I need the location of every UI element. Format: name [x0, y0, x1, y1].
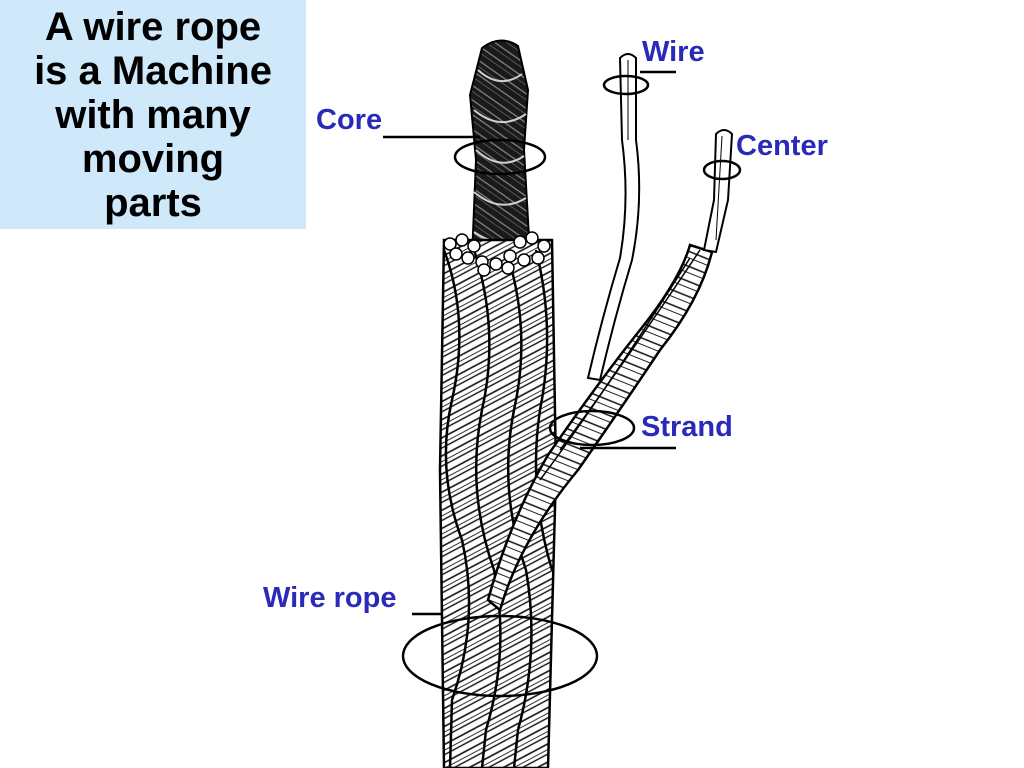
- callout-lines: [383, 70, 742, 698]
- strand-callout-ring: [548, 409, 636, 447]
- wire-callout-ring: [602, 74, 650, 96]
- center-callout-ring: [702, 159, 742, 181]
- label-wire: Wire: [642, 36, 705, 68]
- slide-title: A wire rope is a Machine with many movin…: [34, 4, 272, 225]
- wire-rope-callout-ring: [401, 614, 599, 698]
- wire-shape: [586, 53, 641, 382]
- label-center: Center: [736, 130, 828, 162]
- label-core: Core: [316, 104, 383, 136]
- strand-shape: [486, 243, 714, 613]
- title-panel: A wire rope is a Machine with many movin…: [0, 0, 306, 229]
- label-wire-rope: Wire rope: [263, 582, 397, 614]
- center-wire-shape: [702, 129, 734, 254]
- core-shape: [468, 39, 532, 260]
- label-strand: Strand: [641, 411, 733, 443]
- core-callout-ring: [453, 138, 547, 176]
